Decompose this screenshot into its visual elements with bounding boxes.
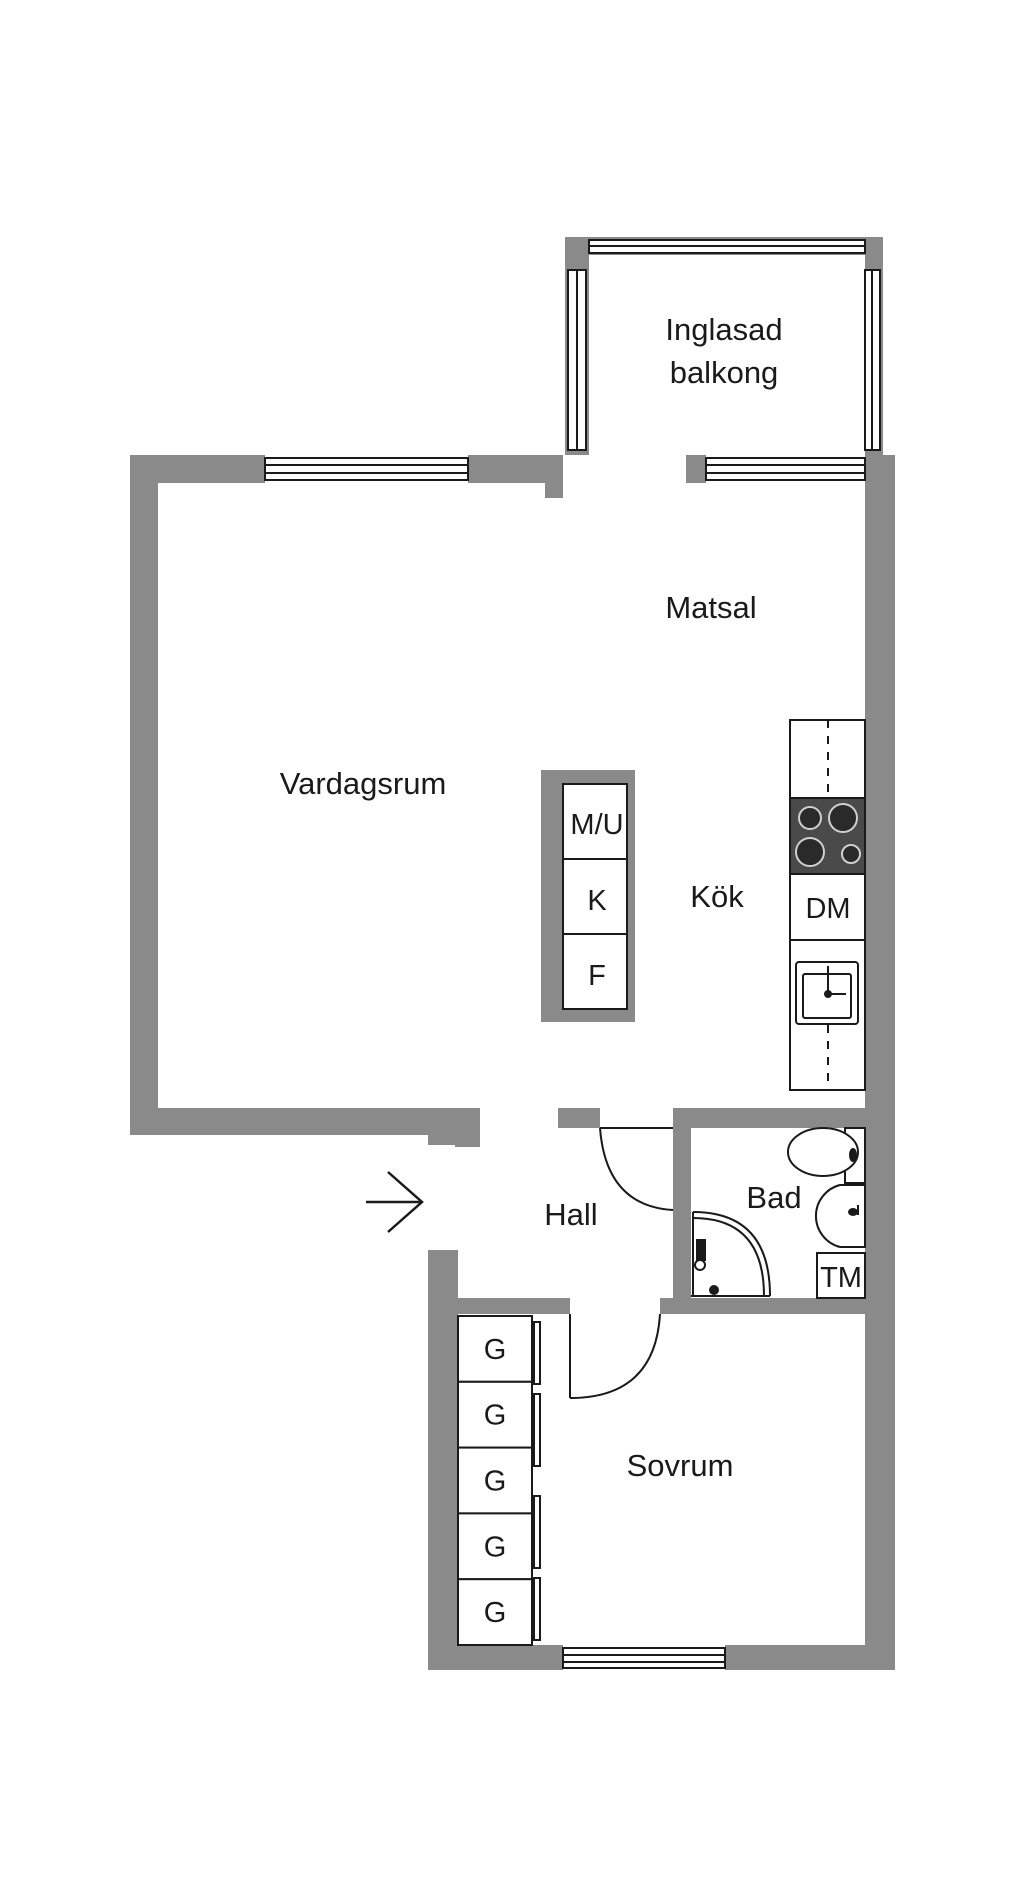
window-living — [264, 457, 469, 481]
wardrobes: G G G G G — [457, 1315, 541, 1646]
wardrobe-label: G — [484, 1466, 507, 1498]
burner-icon — [795, 837, 825, 867]
room-label-hall: Hall — [544, 1197, 597, 1232]
dryer: TM — [816, 1252, 866, 1299]
door-bathroom — [599, 1127, 674, 1211]
wardrobe-label: G — [484, 1400, 507, 1432]
room-label-kitchen: Kök — [690, 879, 744, 914]
room-label-balcony-line2: balkong — [670, 355, 779, 390]
fridge-label: K — [587, 885, 607, 917]
doors — [569, 1127, 674, 1399]
kitchen-island: M/U K F — [541, 770, 635, 1022]
wardrobe-label: G — [484, 1334, 507, 1366]
room-label-bath: Bad — [746, 1180, 801, 1215]
wardrobe-cell — [457, 1512, 533, 1581]
window-bedroom — [562, 1647, 726, 1669]
washbasin-icon — [814, 1184, 866, 1248]
entry-arrow-icon — [366, 1171, 424, 1233]
room-label-bedroom: Sovrum — [627, 1448, 734, 1483]
door-bedroom — [569, 1313, 661, 1399]
window-dining — [705, 457, 866, 481]
window-balcony-right — [864, 269, 881, 451]
room-label-living: Vardagsrum — [280, 766, 447, 801]
stove — [789, 797, 866, 875]
dishwasher: DM — [789, 873, 866, 941]
wardrobe-label: G — [484, 1597, 507, 1629]
dryer-label: TM — [820, 1262, 862, 1294]
burner-icon — [841, 844, 861, 864]
room-label-balcony-line1: Inglasad — [665, 312, 782, 347]
window-balcony-left — [567, 269, 587, 451]
toilet-icon — [787, 1127, 866, 1184]
room-label-dining: Matsal — [665, 590, 756, 625]
shower-icon — [691, 1211, 771, 1297]
wardrobe-label: G — [484, 1531, 507, 1563]
window-balcony-top — [588, 239, 866, 254]
dishwasher-label: DM — [805, 893, 850, 925]
wardrobe-cell — [457, 1315, 533, 1383]
kitchen-sink-icon — [795, 961, 859, 1025]
wardrobe-cell — [457, 1578, 533, 1646]
microwave-label: M/U — [570, 809, 623, 841]
burner-icon — [798, 806, 822, 830]
burner-icon — [828, 803, 858, 833]
room-labels: Inglasad balkong Matsal Vardagsrum Kök H… — [280, 312, 802, 1483]
freezer-label: F — [588, 960, 606, 992]
windows — [264, 239, 881, 1669]
